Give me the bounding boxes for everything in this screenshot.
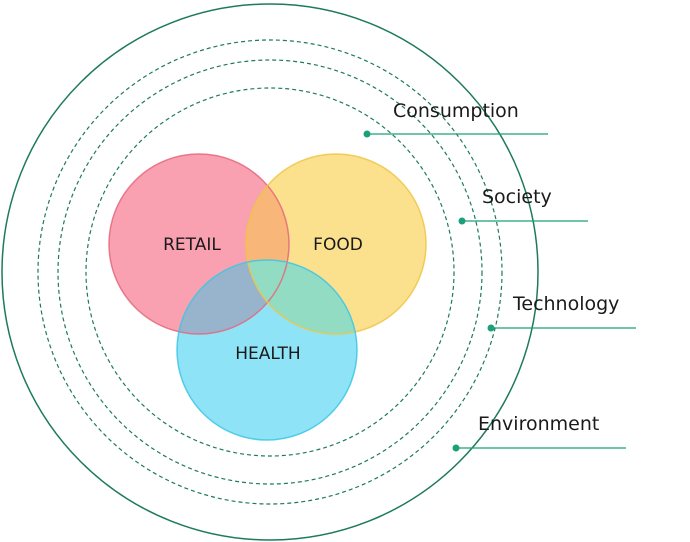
- callout-environment: Environment: [452, 413, 626, 452]
- label-health: HEALTH: [235, 344, 300, 364]
- outline-health: [176, 259, 358, 441]
- ring-environment: [1, 3, 539, 541]
- callout-technology: Technology: [487, 293, 636, 332]
- context-rings: [1, 3, 539, 541]
- ring-labels: Consumption Society Technology Environme…: [363, 100, 636, 452]
- ring-society: [57, 59, 483, 485]
- label-consumption: Consumption: [393, 100, 519, 122]
- callout-society: Society: [458, 186, 588, 225]
- overlap-food-health: [246, 260, 357, 334]
- callout-consumption: Consumption: [363, 100, 548, 138]
- label-technology: Technology: [512, 293, 619, 315]
- label-society: Society: [482, 186, 552, 208]
- ring-technology: [37, 39, 503, 505]
- outline-retail: [108, 153, 290, 335]
- outline-food: [245, 153, 427, 335]
- label-retail: RETAIL: [163, 235, 221, 255]
- venn-diagram: RETAIL FOOD HEALTH: [108, 153, 427, 441]
- overlap-retail-health: [177, 260, 289, 334]
- label-environment: Environment: [478, 413, 599, 435]
- ring-consumption: [85, 87, 455, 457]
- label-food: FOOD: [313, 235, 363, 255]
